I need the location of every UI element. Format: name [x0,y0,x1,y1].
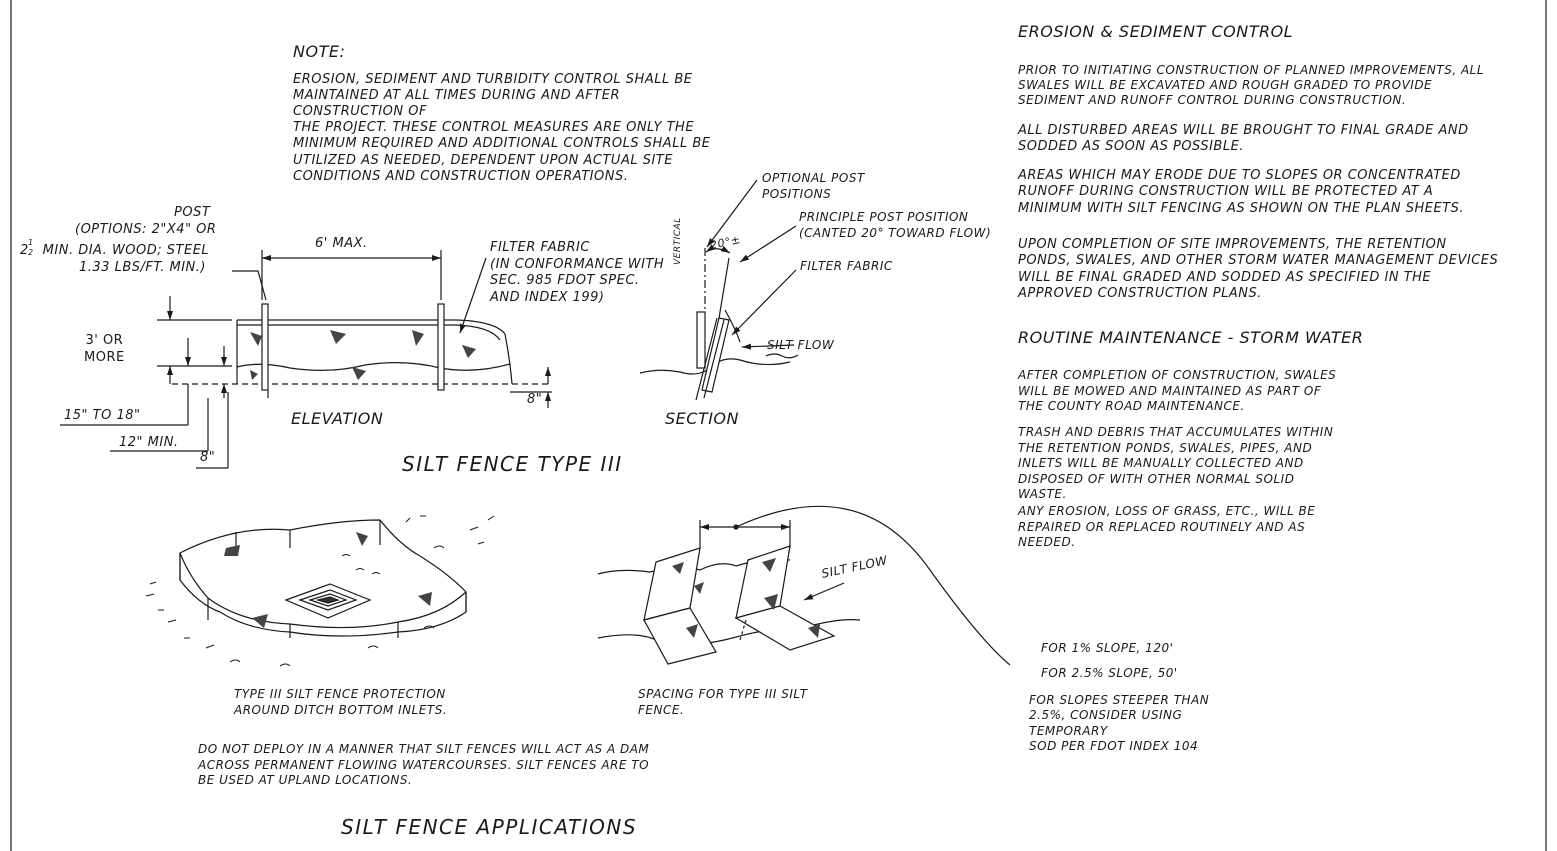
inlet-caption: TYPE III SILT FENCE PROTECTION AROUND DI… [234,687,448,717]
note-body: EROSION, SEDIMENT AND TURBIDITY CONTROL … [293,72,711,184]
spacing-caption: SPACING FOR TYPE III SILT FENCE. [638,687,808,717]
filter-fabric-label: FILTER FABRIC (IN CONFORMANCE WITH SEC. … [490,240,665,305]
vertical-label: VERTICAL [673,217,683,265]
note-title: NOTE: [293,42,346,61]
elevation-caption: ELEVATION [291,409,384,428]
section-silt-flow-label: SILT FLOW [767,338,835,352]
maintenance-paragraph-2: TRASH AND DEBRIS THAT ACCUMULATES WITHIN… [1018,425,1334,502]
elevation-detail [60,250,552,469]
post-label: POST [174,205,211,220]
trench-dimension-left: 8" [200,450,216,465]
applications-title: SILT FENCE APPLICATIONS [341,815,638,839]
embed-depth-dimension: 15" TO 18" [64,408,141,423]
optional-post-label: OPTIONAL POST POSITIONS [762,171,865,201]
slope-spacing-1pct: FOR 1% SLOPE, 120' [1041,641,1174,655]
maintenance-paragraph-3: ANY EROSION, LOSS OF GRASS, ETC., WILL B… [1018,504,1316,550]
maintenance-heading: ROUTINE MAINTENANCE - STORM WATER [1018,328,1364,347]
height-dimension: 3' OR MORE [84,333,125,365]
slope-spacing-2-5pct: FOR 2.5% SLOPE, 50' [1041,666,1178,680]
section-filter-fabric-label: FILTER FABRIC [800,259,893,273]
maintenance-paragraph-1: AFTER COMPLETION OF CONSTRUCTION, SWALES… [1018,368,1337,414]
erosion-paragraph-1: PRIOR TO INITIATING CONSTRUCTION OF PLAN… [1018,63,1485,107]
erosion-paragraph-3: AREAS WHICH MAY ERODE DUE TO SLOPES OR C… [1018,168,1465,216]
post-options-line3: 1.33 LBS/FT. MIN.) [79,260,206,275]
post-min-dimension: 12" MIN. [119,435,179,450]
inlet-protection-illustration [145,515,495,667]
spacing-illustration [597,505,1011,666]
principle-post-label: PRINCIPLE POST POSITION (CANTED 20° TOWA… [799,210,992,240]
erosion-paragraph-2: ALL DISTURBED AREAS WILL BE BROUGHT TO F… [1018,123,1469,155]
spacing-dimension: 6' MAX. [315,236,368,251]
post-options-line2: 2 MIN. DIA. WOOD; STEEL [20,243,210,258]
post-fraction-denominator: 2 [28,248,34,257]
section-detail [639,179,799,401]
sheet-border [10,0,1547,851]
erosion-paragraph-4: UPON COMPLETION OF SITE IMPROVEMENTS, TH… [1018,237,1499,301]
post-fraction-numerator: 1 [28,238,34,247]
trench-dimension-right: 8" [527,392,543,407]
type3-title: SILT FENCE TYPE III [402,452,623,476]
section-caption: SECTION [665,409,739,428]
slope-spacing-steeper: FOR SLOPES STEEPER THAN 2.5%, CONSIDER U… [1029,693,1210,754]
erosion-heading: EROSION & SEDIMENT CONTROL [1018,22,1294,41]
post-options-line1: (OPTIONS: 2"X4" OR [75,222,217,237]
deployment-warning: DO NOT DEPLOY IN A MANNER THAT SILT FENC… [198,742,650,788]
